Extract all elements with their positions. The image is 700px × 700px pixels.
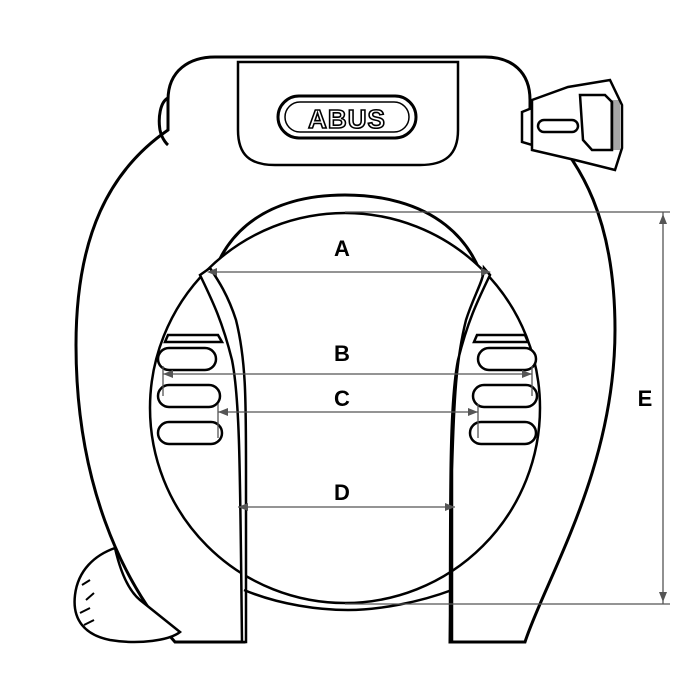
right-latch-slots (468, 333, 539, 446)
dimension-lines (162, 211, 670, 605)
body-knob-left (157, 96, 170, 147)
bottom-inner-curve (243, 588, 453, 612)
left-shackle-arm (198, 266, 248, 644)
left-latch-slots (156, 333, 225, 446)
dimension-label-a: A (334, 236, 350, 261)
dimension-label-e: E (638, 386, 653, 411)
cable-tab (73, 546, 183, 644)
abus-logo: ABUS (276, 94, 418, 140)
key-icon (520, 78, 624, 172)
dimension-label-b: B (334, 341, 350, 366)
right-shackle-arm (448, 264, 492, 644)
dimension-label-c: C (334, 386, 350, 411)
brand-text: ABUS (308, 104, 386, 134)
dimension-label-d: D (334, 480, 350, 505)
